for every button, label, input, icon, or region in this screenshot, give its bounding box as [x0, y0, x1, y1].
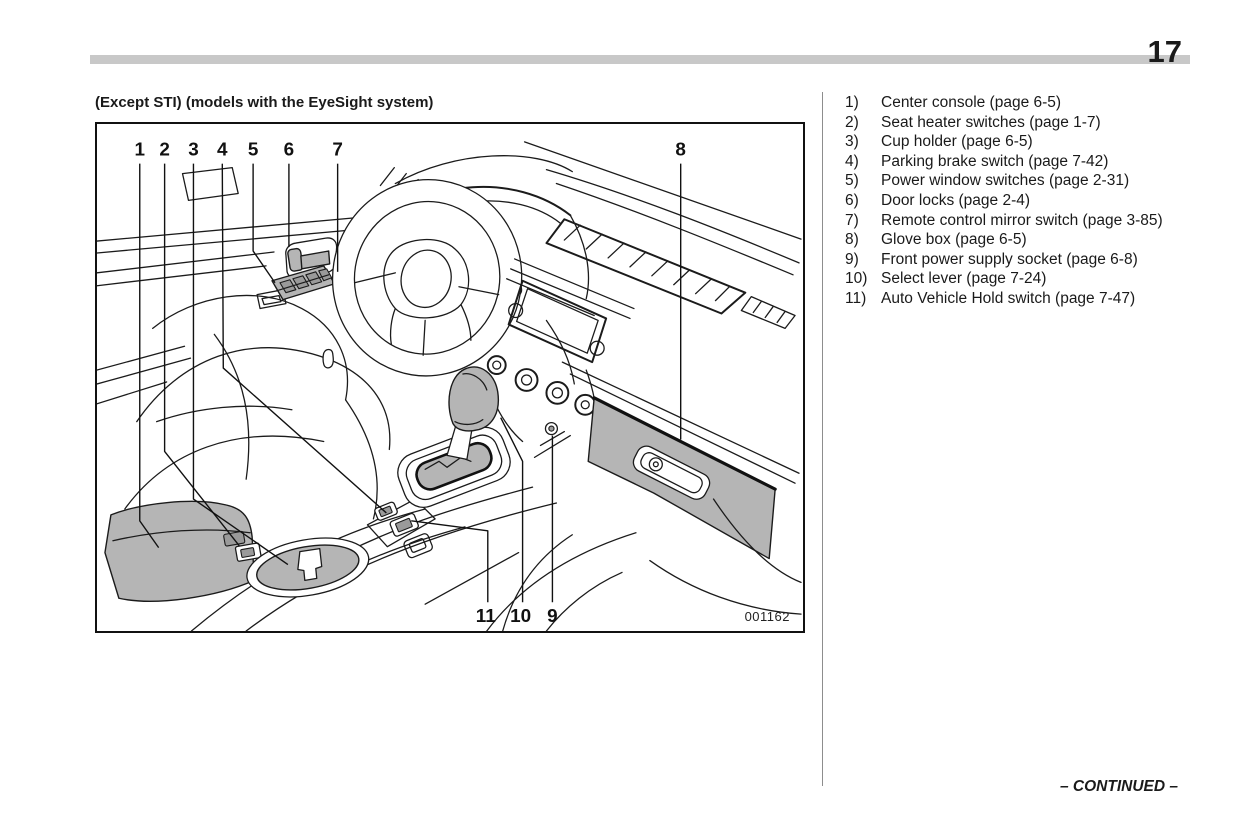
legend-item-label: Remote control mirror switch (page 3-85) [881, 211, 1163, 229]
header-rule [90, 55, 1190, 64]
legend-item-number: 11) [845, 289, 867, 307]
callout-1: 1 [135, 139, 146, 160]
legend-item-number: 5) [845, 172, 859, 190]
callout-7: 7 [332, 139, 343, 160]
seat [124, 294, 391, 520]
legend-item-2: 2) Seat heater switches (page 1-7) [845, 113, 1230, 133]
column-divider [822, 92, 823, 786]
legend-item-number: 4) [845, 152, 859, 170]
power-window-switches [271, 265, 336, 301]
callout-5: 5 [248, 139, 259, 160]
legend-item-label: Seat heater switches (page 1-7) [881, 113, 1101, 131]
callout-5-line [252, 163, 276, 284]
legend-item-number: 7) [845, 211, 859, 229]
legend-item-5: 5) Power window switches (page 2-31) [845, 171, 1230, 191]
callout-10-line [500, 417, 524, 603]
legend-item-label: Glove box (page 6-5) [881, 231, 1027, 249]
glove-box [424, 319, 802, 631]
legend-item-1: 1) Center console (page 6-5) [845, 93, 1230, 113]
callout-11: 11 [476, 605, 496, 626]
figure-caption: (Except STI) (models with the EyeSight s… [95, 94, 434, 111]
legend-item-label: Power window switches (page 2-31) [881, 172, 1130, 190]
figure-code: 001162 [744, 609, 790, 624]
callout-6: 6 [284, 139, 295, 160]
diagram-box: 1 2 3 4 5 6 7 8 9 10 11 001162 [95, 122, 805, 633]
legend-item-label: Parking brake switch (page 7-42) [881, 152, 1109, 170]
callout-1-line [139, 163, 160, 549]
legend-item-11: 11) Auto Vehicle Hold switch (page 7-47) [845, 289, 1230, 309]
legend-list: 1) Center console (page 6-5) 2) Seat hea… [845, 93, 1230, 309]
legend-item-7: 7) Remote control mirror switch (page 3-… [845, 211, 1230, 231]
legend-item-number: 9) [845, 250, 859, 268]
callout-2: 2 [159, 139, 170, 160]
page-number: 17 [1147, 34, 1182, 69]
dashboard-top [394, 141, 802, 330]
legend-item-label: Door locks (page 2-4) [881, 191, 1031, 209]
legend-item-number: 6) [845, 191, 859, 209]
callout-lines [139, 163, 682, 603]
legend-item-label: Cup holder (page 6-5) [881, 133, 1033, 151]
legend-item-4: 4) Parking brake switch (page 7-42) [845, 152, 1230, 172]
callout-4: 4 [217, 139, 228, 160]
legend-item-number: 2) [845, 113, 859, 131]
continued-marker: – CONTINUED – [1060, 778, 1178, 795]
legend-item-number: 8) [845, 231, 859, 249]
legend-item-label: Select lever (page 7-24) [881, 270, 1047, 288]
legend-item-number: 1) [845, 94, 859, 111]
legend-item-label: Front power supply socket (page 6-8) [881, 250, 1138, 268]
interior-diagram: 1 2 3 4 5 6 7 8 9 10 11 [97, 139, 802, 631]
center-console [104, 366, 573, 631]
legend-item-6: 6) Door locks (page 2-4) [845, 191, 1230, 211]
legend-item-label: Center console (page 6-5) [881, 94, 1062, 111]
callout-10: 10 [510, 605, 531, 626]
callout-9: 9 [547, 605, 558, 626]
steering-wheel [331, 179, 523, 377]
callout-8: 8 [675, 139, 686, 160]
legend-item-3: 3) Cup holder (page 6-5) [845, 132, 1230, 152]
legend-item-9: 9) Front power supply socket (page 6-8) [845, 250, 1230, 270]
legend-item-label: Auto Vehicle Hold switch (page 7-47) [881, 289, 1136, 307]
legend-item-number: 10) [845, 270, 868, 288]
center-stack [486, 258, 635, 443]
legend-item-10: 10) Select lever (page 7-24) [845, 269, 1230, 289]
callout-3: 3 [188, 139, 199, 160]
legend-item-8: 8) Glove box (page 6-5) [845, 230, 1230, 250]
callout-3-line [192, 163, 289, 566]
callout-4-line [221, 163, 387, 514]
legend-item-number: 3) [845, 133, 859, 151]
callout-numbers: 1 2 3 4 5 6 7 8 9 10 11 [135, 139, 686, 626]
callout-11-line [411, 520, 489, 603]
